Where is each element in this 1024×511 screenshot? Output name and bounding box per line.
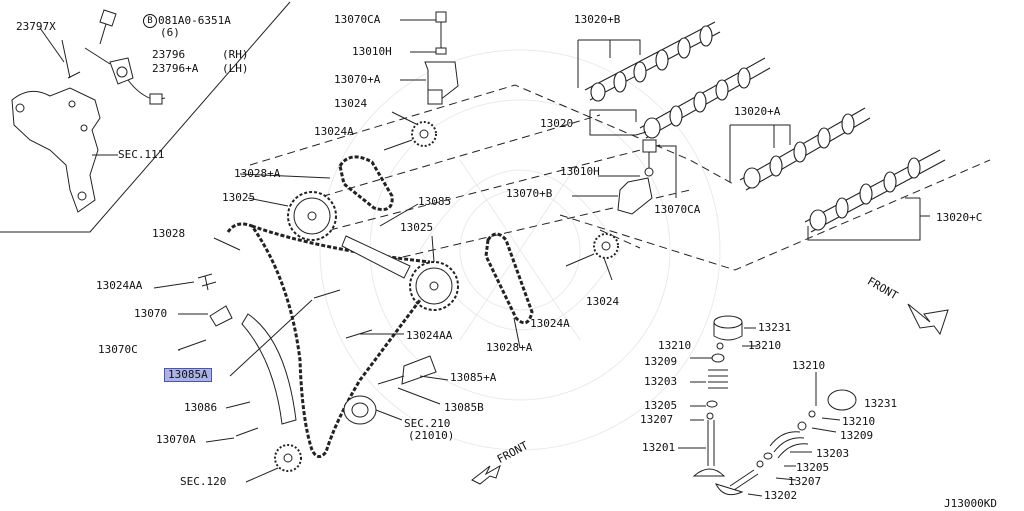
camshaft-main — [639, 57, 771, 139]
part-label-p13231-b[interactable]: 13231 — [864, 397, 898, 410]
camshaft-b — [584, 21, 721, 102]
crank-sprocket — [245, 444, 302, 483]
camshafts — [584, 21, 946, 233]
part-label-p13025-left[interactable]: 13025 — [222, 191, 256, 204]
part-label-p13010H-top[interactable]: 13010H — [352, 45, 392, 58]
oil-pump — [343, 395, 403, 425]
diagram-code: J13000KD — [944, 497, 997, 510]
part-label-p13024A-top[interactable]: 13024A — [314, 125, 354, 138]
front-arrow-lower — [471, 464, 501, 485]
part-label-p13070B[interactable]: 13070+B — [506, 187, 553, 200]
camshaft-c — [804, 149, 946, 233]
part-label-p13210-a2[interactable]: 13210 — [748, 339, 782, 352]
part-label-p13020A[interactable]: 13020+A — [734, 105, 781, 118]
part-label-p13010H-mid[interactable]: 13010H — [560, 165, 600, 178]
part-label-p13020B[interactable]: 13020+B — [574, 13, 621, 26]
camshaft-leaders — [577, 39, 930, 241]
part-label-p13070CA-mid[interactable]: 13070CA — [654, 203, 701, 216]
part-label-p13024AA-left[interactable]: 13024AA — [96, 279, 143, 292]
part-label-p13070A-low[interactable]: 13070A — [156, 433, 196, 446]
part-label-p13210-b2[interactable]: 13210 — [842, 415, 876, 428]
part-label-p13205-b[interactable]: 13205 — [796, 461, 830, 474]
leader-lines — [153, 173, 521, 443]
part-label-p13203-b[interactable]: 13203 — [816, 447, 850, 460]
part-label-p13210-b1[interactable]: 13210 — [792, 359, 826, 372]
part-label-p13201[interactable]: 13201 — [642, 441, 676, 454]
part-label-p13202[interactable]: 13202 — [764, 489, 798, 502]
chain-guides — [241, 235, 437, 425]
timing-chains — [226, 155, 534, 458]
bolts — [177, 273, 405, 437]
inset-23796-label[interactable]: 23796 — [152, 48, 186, 61]
camshaft-a — [739, 107, 871, 191]
inset-bolt-label[interactable]: 081A0-6351A — [158, 14, 231, 27]
part-label-p13070[interactable]: 13070 — [134, 307, 168, 320]
part-label-p13207-b[interactable]: 13207 — [788, 475, 822, 488]
valve-train-a — [678, 315, 758, 477]
part-label-p13070A[interactable]: 13070+A — [334, 73, 381, 86]
part-label-p13209-a[interactable]: 13209 — [644, 355, 678, 368]
inset-bolt-marker: B — [143, 14, 157, 28]
sprocket-mid — [409, 261, 459, 311]
part-label-p13024-mid[interactable]: 13024 — [586, 295, 620, 308]
part-label-p13205-a[interactable]: 13205 — [644, 399, 678, 412]
part-label-p13231-a[interactable]: 13231 — [758, 321, 792, 334]
inset-panel — [0, 1, 291, 233]
inset-sec111-label[interactable]: SEC.111 — [118, 148, 165, 161]
part-label-sec210[interactable]: SEC.210 — [404, 417, 451, 430]
valve-train-b — [715, 372, 857, 497]
sprocket-small-top — [383, 111, 437, 151]
part-label-p13024AA-mid[interactable]: 13024AA — [406, 329, 453, 342]
part-label-p13085[interactable]: 13085 — [418, 195, 452, 208]
part-label-p13028A-mid[interactable]: 13028+A — [486, 341, 533, 354]
part-label-p13020C[interactable]: 13020+C — [936, 211, 983, 224]
head-outline — [249, 84, 991, 271]
part-label-p13210-a1[interactable]: 13210 — [658, 339, 692, 352]
part-label-p13203-a[interactable]: 13203 — [644, 375, 678, 388]
part-sublabel-sec210: (21010) — [408, 429, 455, 442]
part-label-sec120[interactable]: SEC.120 — [180, 475, 227, 488]
inset-23797X-label[interactable]: 23797X — [16, 20, 56, 33]
part-label-p13028[interactable]: 13028 — [152, 227, 186, 240]
part-label-p13070CA-top[interactable]: 13070CA — [334, 13, 381, 26]
part-label-p13085A-plus[interactable]: 13085+A — [450, 371, 497, 384]
part-label-p13020[interactable]: 13020 — [540, 117, 574, 130]
part-label-p13086[interactable]: 13086 — [184, 401, 218, 414]
front-arrow-upper — [907, 303, 949, 336]
chain-tensioner-mid — [572, 139, 677, 215]
part-label-p13024-top[interactable]: 13024 — [334, 97, 368, 110]
watermark-emblem — [319, 49, 721, 451]
part-label-p13085B[interactable]: 13085B — [444, 401, 484, 414]
chain-tensioner-top — [400, 11, 459, 105]
part-label-p13025-mid[interactable]: 13025 — [400, 221, 434, 234]
sprocket-small-mid — [565, 233, 619, 281]
part-label-p13070C[interactable]: 13070C — [98, 343, 138, 356]
sprocket-left-upper — [287, 191, 337, 241]
inset-23796A-side: (LH) — [222, 62, 249, 75]
part-label-p13209-b[interactable]: 13209 — [840, 429, 874, 442]
part-label-p13024A-mid[interactable]: 13024A — [530, 317, 570, 330]
part-label-p13028A-top[interactable]: 13028+A — [234, 167, 281, 180]
part-label-p13085A[interactable]: 13085A — [164, 368, 212, 382]
part-label-p13207-a[interactable]: 13207 — [640, 413, 674, 426]
inset-23796-side: (RH) — [222, 48, 249, 61]
inset-bolt-qty: (6) — [160, 26, 180, 39]
inset-23796A-label[interactable]: 23796+A — [152, 62, 199, 75]
